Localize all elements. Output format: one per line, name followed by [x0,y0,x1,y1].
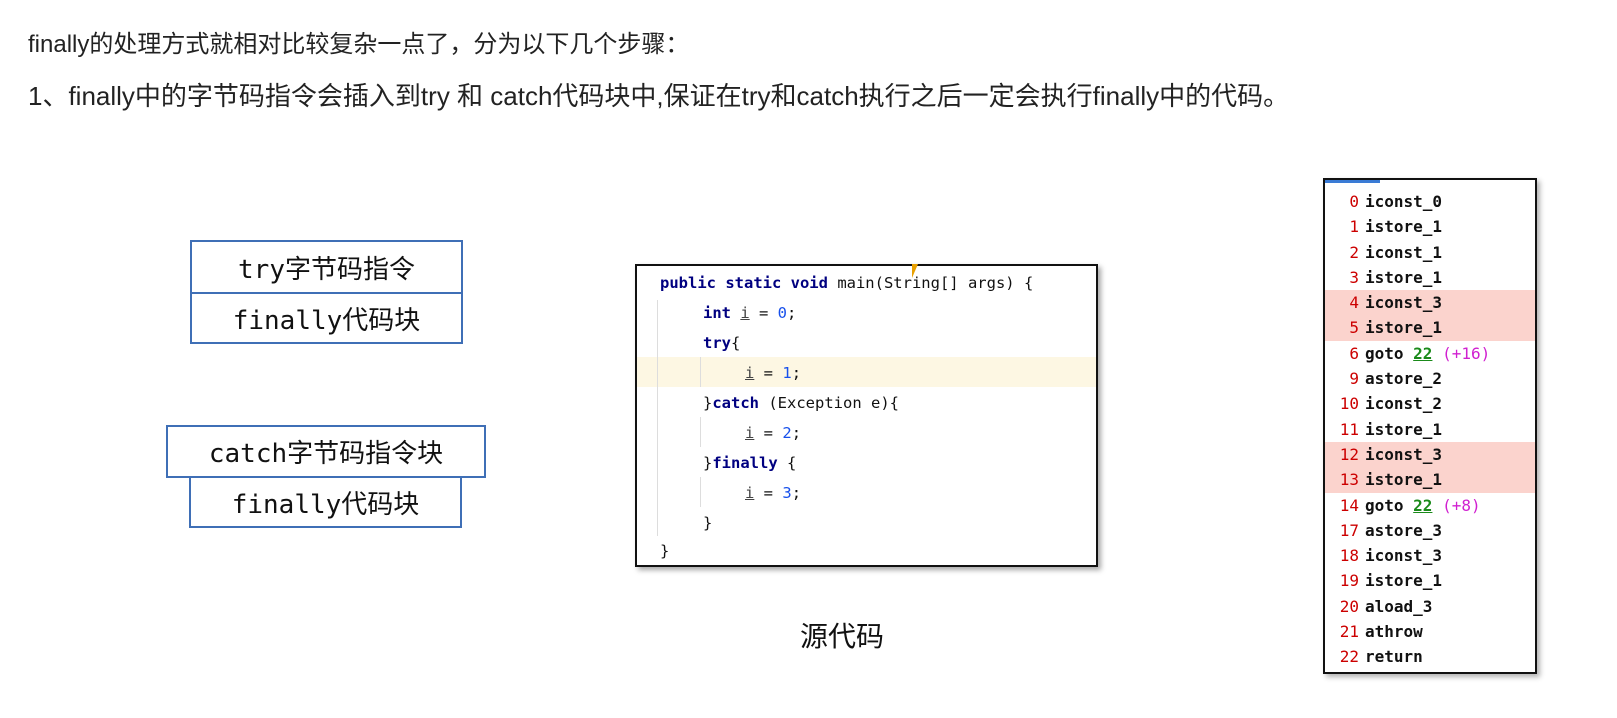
bytecode-offset: 18 [1339,546,1359,566]
bytecode-op: goto [1365,343,1414,363]
indent-guide [700,477,701,507]
bytecode-offset: 6 [1349,343,1359,363]
bytecode-row: 9 astore_2 [1325,366,1535,391]
code-line: }finally { [703,454,797,472]
bytecode-op: istore_1 [1365,217,1443,237]
jump-offset: (+16) [1432,343,1491,363]
bytecode-row: 21 athrow [1325,619,1535,644]
source-code-caption: 源代码 [800,621,885,652]
bytecode-offset: 14 [1339,495,1359,515]
bytecode-offset: 1 [1349,217,1359,237]
bytecode-op: istore_1 [1365,267,1443,287]
bytecode-offset: 20 [1339,596,1359,616]
bytecode-op: astore_2 [1365,369,1443,389]
code-line: try{ [703,334,741,352]
bytecode-offset: 5 [1349,318,1359,338]
bytecode-op: istore_1 [1365,571,1443,591]
catch-bytecode-block: catch字节码指令块 [166,425,486,478]
bytecode-row: 22 return [1325,644,1535,669]
bytecode-row: 12 iconst_3 [1325,441,1535,468]
bytecode-op: aload_3 [1365,596,1433,616]
bytecode-offset: 4 [1349,293,1359,313]
bytecode-op: istore_1 [1365,318,1443,338]
bytecode-op: iconst_0 [1365,192,1443,211]
code-line: } [660,542,670,560]
bytecode-row: 6 goto 22 (+16) [1325,341,1535,366]
bytecode-offset: 0 [1349,192,1359,211]
bytecode-row: 10 iconst_2 [1325,391,1535,416]
bytecode-offset: 12 [1339,444,1359,464]
bytecode-op: goto [1365,495,1414,515]
current-line-highlight [637,357,1096,387]
bytecode-offset: 17 [1339,520,1359,540]
bytecode-op: astore_3 [1365,520,1443,540]
bytecode-op: istore_1 [1365,470,1443,490]
code-line: i = 1; [745,364,802,382]
bytecode-row: 20 aload_3 [1325,594,1535,619]
bytecode-offset: 2 [1349,242,1359,262]
bytecode-row: 14 goto 22 (+8) [1325,493,1535,518]
bytecode-offset: 19 [1339,571,1359,591]
bytecode-offset: 9 [1349,369,1359,389]
code-line: } [703,514,713,532]
bytecode-offset: 22 [1339,647,1359,667]
bytecode-row: 19 istore_1 [1325,568,1535,593]
bytecode-row: 1 istore_1 [1325,214,1535,239]
code-line: i = 2; [745,424,802,442]
bytecode-offset: 21 [1339,622,1359,642]
step-1-text: 1、finally中的字节码指令会插入到try 和 catch代码块中,保证在t… [28,81,1290,111]
bytecode-row: 2 iconst_1 [1325,240,1535,265]
code-line: public static void main(String[] args) { [660,274,1034,292]
bytecode-op: iconst_3 [1365,546,1443,566]
tab-indicator [1325,180,1380,183]
code-line: int i = 0; [703,304,797,322]
bytecode-row: 17 astore_3 [1325,518,1535,543]
indent-guide [700,417,701,447]
bytecode-row: 5 istore_1 [1325,315,1535,341]
bytecode-op: iconst_3 [1365,444,1443,464]
bytecode-offset: 11 [1339,419,1359,439]
bytecode-op: athrow [1365,622,1423,642]
bytecode-offset: 10 [1339,394,1359,414]
source-code-panel: public static void main(String[] args) {… [635,264,1098,567]
indent-guide [657,300,658,536]
bytecode-offset: 3 [1349,267,1359,287]
bytecode-op: istore_1 [1365,419,1443,439]
jump-target[interactable]: 22 [1413,495,1433,515]
code-line: i = 3; [745,484,802,502]
try-finally-block: finally代码块 [190,292,463,344]
bytecode-op: iconst_2 [1365,394,1443,414]
bytecode-row: 18 iconst_3 [1325,543,1535,568]
jump-offset: (+8) [1432,495,1481,515]
bytecode-offset: 13 [1339,470,1359,490]
bytecode-row: 4 iconst_3 [1325,290,1535,316]
bytecode-row: 3 istore_1 [1325,265,1535,290]
bytecode-row: 0 iconst_0 [1325,189,1535,214]
indent-guide [700,357,701,387]
bytecode-op: return [1365,647,1423,667]
bytecode-op: iconst_1 [1365,242,1443,262]
code-line: }catch (Exception e){ [703,394,899,412]
jump-target[interactable]: 22 [1413,343,1433,363]
mouse-cursor-icon [912,264,918,278]
bytecode-row: 11 istore_1 [1325,417,1535,442]
bytecode-panel: 0 iconst_0 1 istore_1 2 iconst_1 3 istore_1 4 ico… [1323,178,1537,674]
try-bytecode-block: try字节码指令 [190,240,463,294]
bytecode-op: iconst_3 [1365,293,1443,313]
bytecode-row: 13 istore_1 [1325,467,1535,493]
catch-finally-block: finally代码块 [189,476,462,528]
heading: finally的处理方式就相对比较复杂一点了，分为以下几个步骤： [28,31,690,58]
